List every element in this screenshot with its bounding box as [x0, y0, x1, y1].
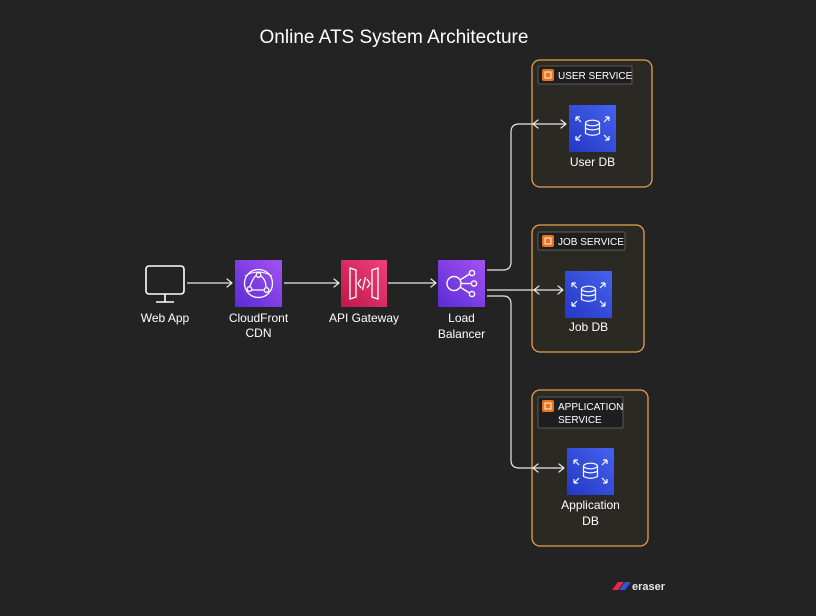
diagram-title: Online ATS System Architecture [260, 27, 529, 48]
group-label-line1: APPLICATION [558, 402, 623, 413]
node-user-db[interactable]: User DB [569, 105, 616, 169]
node-web-app[interactable]: Web App [141, 265, 190, 325]
connectors [187, 119, 567, 473]
database-icon [571, 282, 606, 307]
node-label-line2: DB [582, 514, 599, 528]
group-label-line2: SERVICE [558, 415, 602, 426]
group-label: JOB SERVICE [558, 237, 624, 248]
node-load-balancer[interactable]: Load Balancer [438, 260, 485, 341]
cloudfront-icon [243, 268, 274, 299]
api-gateway-icon [349, 267, 379, 300]
node-label-line2: Balancer [438, 327, 485, 341]
edge-loadbalancer-applicationdb [487, 295, 564, 469]
node-api-gateway[interactable]: API Gateway [329, 260, 399, 325]
eraser-logo[interactable]: eraser [612, 581, 666, 593]
node-label: User DB [570, 155, 615, 169]
service-tag-icon [542, 235, 554, 247]
database-icon [573, 459, 608, 484]
node-label: API Gateway [329, 311, 399, 325]
eraser-logo-text: eraser [632, 581, 666, 593]
group-label: USER SERVICE [558, 71, 633, 82]
database-icon [575, 116, 610, 141]
node-label-line1: Application [561, 498, 620, 512]
node-label: Web App [141, 311, 190, 325]
monitor-icon [145, 265, 185, 303]
node-cloudfront-cdn[interactable]: CloudFront CDN [229, 260, 289, 340]
edge-loadbalancer-userdb [487, 123, 566, 271]
load-balancer-icon [446, 269, 478, 298]
node-label-line1: Load [448, 311, 475, 325]
eraser-logo-icon [612, 582, 631, 590]
service-tag-icon [542, 400, 554, 412]
node-label-line1: CloudFront [229, 311, 289, 325]
node-job-db[interactable]: Job DB [565, 271, 612, 334]
node-label: Job DB [569, 320, 608, 334]
service-tag-icon [542, 69, 554, 81]
node-application-db[interactable]: Application DB [561, 448, 620, 528]
node-label-line2: CDN [246, 326, 272, 340]
